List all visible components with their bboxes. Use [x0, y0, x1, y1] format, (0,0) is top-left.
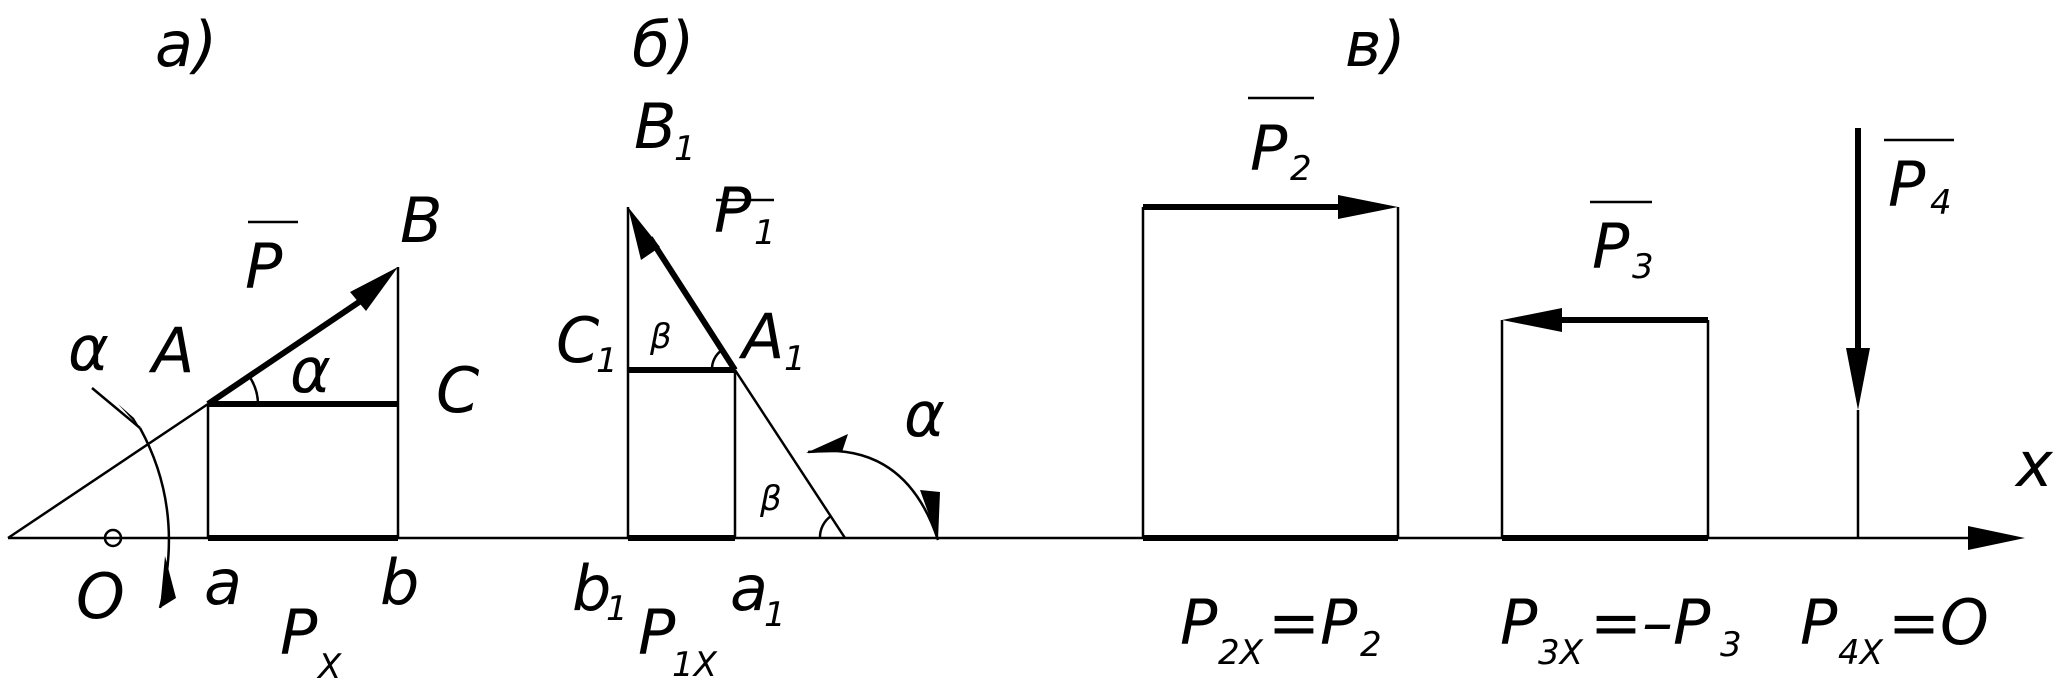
eq3-p: P [1500, 586, 1538, 659]
label-vector-p: P [245, 230, 283, 303]
label-p4: P [1888, 148, 1926, 221]
label-p1x: P [638, 596, 676, 669]
label-point-c: C [436, 354, 480, 427]
label-alpha-b: α [904, 378, 945, 451]
vector-p4-arrowhead [1846, 348, 1870, 410]
label-point-b-lower: b [380, 546, 419, 619]
label-point-b: B [400, 184, 443, 257]
angle-beta-arc-lower [818, 514, 832, 539]
panel-b: B 1 P 1 C 1 β A 1 β α b 1 P 1X a 1 [556, 90, 945, 685]
label-a1-lower-sub: 1 [764, 595, 786, 635]
eq2-rhs: =P [1268, 586, 1358, 659]
label-origin-o: O [76, 560, 125, 633]
x-axis-arrowhead [1968, 526, 2025, 550]
label-point-a: A [148, 314, 194, 387]
vector-p [206, 295, 367, 407]
eq4-p: P [1800, 586, 1838, 659]
vector-p3-arrowhead [1502, 308, 1562, 332]
alpha-b-arrowhead-bottom [920, 490, 940, 540]
panel-a: α A P B α C O a b P X [7, 184, 480, 687]
eq2-p: P [1180, 586, 1218, 659]
x-axis: x [8, 428, 2054, 550]
eq3-p-sub: 3X [1538, 633, 1584, 673]
panel-c-label: в) [1345, 8, 1406, 81]
angle-alpha-arc-b [807, 449, 940, 541]
vector-p-arrowhead [350, 267, 398, 311]
incline-line-b [733, 369, 847, 539]
eq3-rhs: =–P [1590, 586, 1711, 659]
label-b1-lower-sub: 1 [606, 589, 628, 629]
origin-point [103, 528, 123, 548]
label-a1-sub: 1 [784, 339, 806, 379]
label-px-sub: X [316, 647, 342, 687]
label-c1: C [556, 304, 600, 377]
label-p4-sub: 4 [1930, 183, 1952, 223]
angle-alpha-arc-a [247, 375, 260, 405]
angle-beta-arc-upper [710, 348, 723, 371]
label-point-a-lower: a [204, 546, 242, 619]
label-b1: B [634, 90, 677, 163]
eq2-rhs-sub: 2 [1360, 625, 1382, 665]
label-alpha-inner: α [290, 334, 331, 407]
label-p2-sub: 2 [1290, 149, 1312, 189]
x-axis-label: x [2014, 428, 2054, 501]
label-c1-sub: 1 [596, 341, 618, 381]
vector-p1-arrowhead [628, 207, 660, 260]
alpha-arc-arrowhead-bottom [160, 556, 176, 608]
label-p1: P [714, 174, 752, 247]
label-p3: P [1592, 210, 1630, 283]
alpha-leader-line [91, 387, 141, 429]
panel-b-label: б) [632, 8, 694, 81]
eq2-p-sub: 2X [1218, 633, 1264, 673]
label-b1-sub: 1 [674, 129, 696, 169]
vector-p2-arrowhead [1338, 195, 1398, 219]
label-b1-lower: b [572, 552, 611, 625]
eq3-rhs-sub: 3 [1720, 625, 1742, 665]
panel-a-label: а) [155, 8, 217, 81]
label-a1: A [738, 300, 784, 373]
label-p2: P [1250, 112, 1288, 185]
eq4-p-sub: 4X [1838, 633, 1884, 673]
panel-c: P 2 P 3 P 4 P 2X =P 2 P 3X =–P 3 P 4X =O [1141, 96, 1989, 673]
equation-p2x: P 2X =P 2 [1180, 586, 1382, 673]
equation-p4x: P 4X =O [1800, 586, 1989, 673]
alpha-b-arrowhead-left [806, 434, 848, 453]
label-alpha-left: α [68, 312, 109, 385]
eq4-rhs: =O [1888, 586, 1989, 659]
label-a1-lower: a [730, 552, 768, 625]
label-p1-sub: 1 [754, 213, 776, 253]
label-px: P [280, 596, 318, 669]
label-beta-upper: β [649, 317, 672, 357]
vector-p1 [647, 236, 738, 372]
label-beta-lower: β [759, 479, 782, 519]
label-p3-sub: 3 [1632, 247, 1654, 287]
incline-line [7, 402, 209, 540]
equation-p3x: P 3X =–P 3 [1500, 586, 1742, 673]
label-p1x-sub: 1X [672, 645, 718, 685]
